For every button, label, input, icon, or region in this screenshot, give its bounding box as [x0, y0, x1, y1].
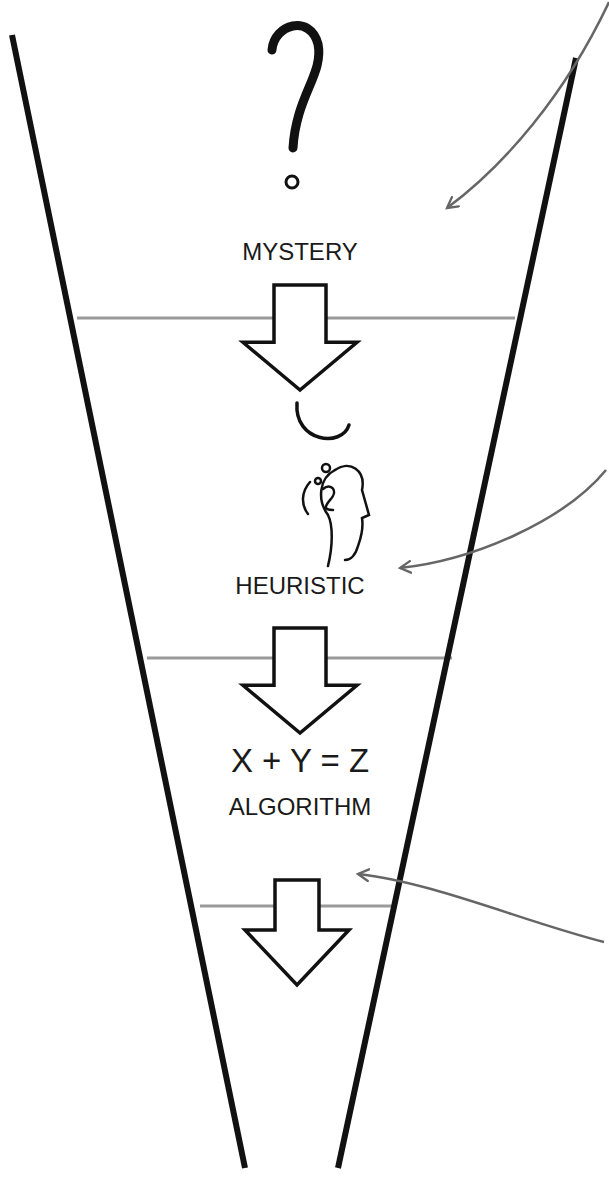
leader-arrow — [400, 470, 606, 568]
formula: X + Y = Z — [231, 741, 369, 781]
stage-label: HEURISTIC — [235, 572, 364, 600]
stage-label: MYSTERY — [242, 238, 358, 266]
funnel-wall — [338, 58, 576, 1168]
stage-band: X + Y = Z ALGORITHM — [190, 733, 410, 833]
question-mark-icon — [272, 26, 319, 188]
flow-arrow — [243, 628, 357, 733]
thinking-head-icon — [297, 403, 369, 566]
stage-band: MYSTERY — [180, 15, 420, 285]
flow-arrow — [245, 880, 349, 985]
leader-arrow — [447, 2, 609, 208]
leader-arrow — [358, 874, 604, 942]
stage-label: ALGORITHM — [229, 793, 372, 821]
flow-arrow — [243, 285, 357, 390]
stage-band: HEURISTIC — [180, 390, 420, 628]
funnel-wall — [12, 35, 245, 1168]
